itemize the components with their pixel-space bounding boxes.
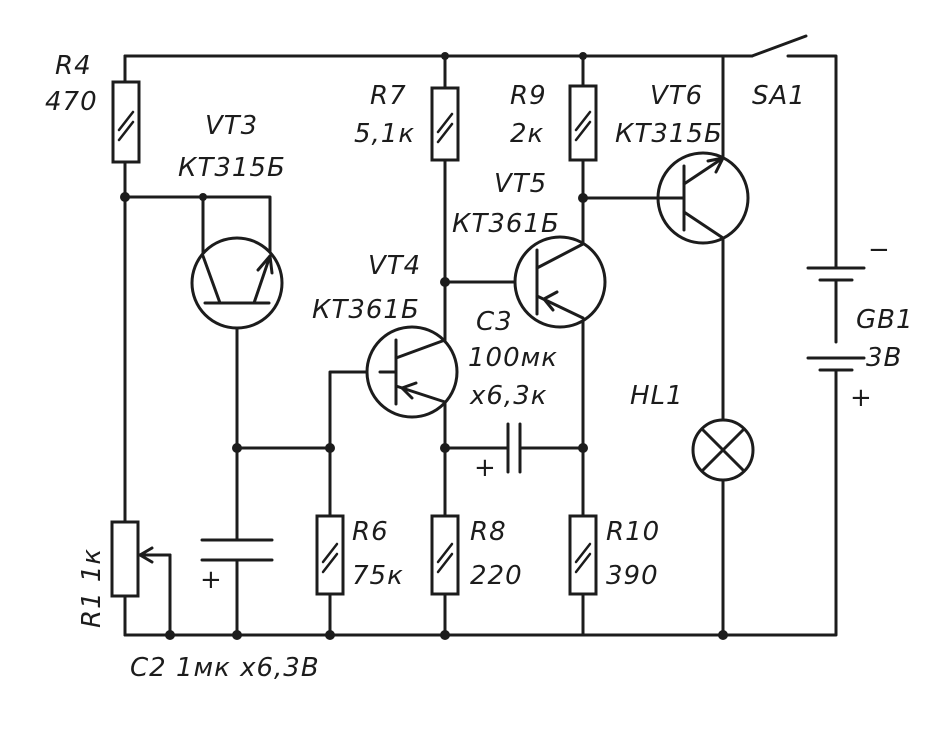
resistor-r8-symbol [430,514,460,596]
r8-name-label: R8 [470,517,507,547]
gb1-plus-sign: + [850,383,873,413]
vt6-type-label: КТ315Б [615,119,723,149]
r4-value-label: 470 [45,87,98,117]
r10-name-label: R10 [606,517,660,547]
gb1-minus-sign: − [868,235,891,265]
potentiometer-r1-symbol [110,520,172,598]
r6-value-label: 75к [352,561,404,591]
resistor-r9-symbol [568,84,598,162]
transistor-vt3-symbol [190,236,284,330]
capacitor-c2-symbol [200,538,274,562]
r9-name-label: R9 [510,81,547,111]
labels: R4 470 VT3 КТ315Б R7 5,1к R9 2к VT6 КТ31… [45,51,914,683]
vt6-name-label: VT6 [650,81,703,111]
resistor-r4-symbol [111,80,141,164]
transistor-vt6-symbol [656,151,750,245]
c2-plus-sign: + [200,565,223,595]
sa1-name-label: SA1 [752,81,806,111]
vt5-type-label: КТ361Б [452,209,560,239]
c3-value-label: 100мк [468,343,558,373]
r7-name-label: R7 [370,81,407,111]
transistor-vt4-symbol [365,325,459,419]
junction-dots [120,52,728,640]
vt4-type-label: КТ361Б [312,295,420,325]
r10-value-label: 390 [606,561,659,591]
lamp-hl1-symbol [691,418,755,482]
r4-name-label: R4 [55,51,92,81]
vt5-name-label: VT5 [494,169,547,199]
r7-value-label: 5,1к [354,119,415,149]
c2-label: C2 1мк х6,3В [130,653,320,683]
c3-plus-sign: + [474,453,497,483]
r6-name-label: R6 [352,517,389,547]
resistor-r7-symbol [430,86,460,162]
vt4-name-label: VT4 [368,251,421,281]
resistor-r6-symbol [315,514,345,596]
transistor-vt5-symbol [513,235,607,329]
resistor-r10-symbol [568,514,598,596]
vt3-name-label: VT3 [205,111,258,141]
c3-name-label: C3 [476,307,513,337]
c3-voltage-label: х6,3к [469,381,547,411]
gb1-value-label: 3В [866,343,902,373]
capacitor-c3-symbol [506,422,522,474]
gb1-name-label: GB1 [856,305,914,335]
battery-gb1-symbol [806,266,866,372]
hl1-name-label: HL1 [630,381,684,411]
vt3-type-label: КТ315Б [178,153,286,183]
wires [123,34,838,637]
r9-value-label: 2к [510,119,544,149]
r8-value-label: 220 [470,561,523,591]
r1-label: R1 1к [77,548,107,628]
